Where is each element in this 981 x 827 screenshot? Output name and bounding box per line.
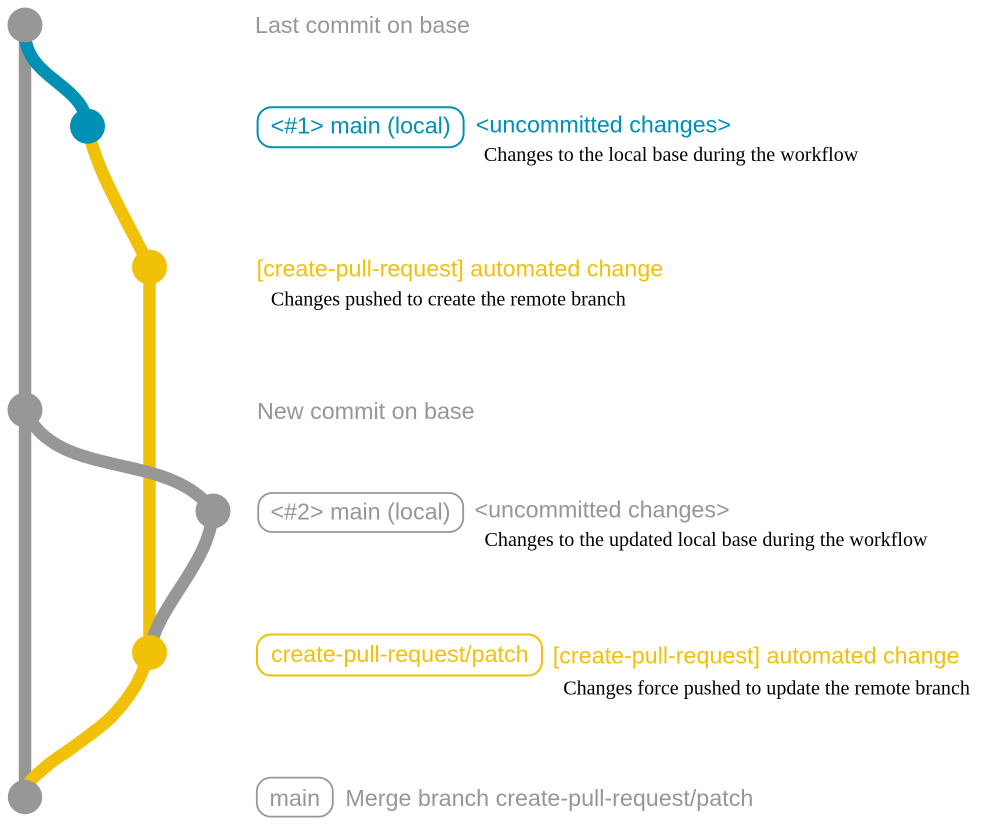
svg-text:main: main bbox=[270, 785, 321, 811]
svg-text:Changes pushed to create the r: Changes pushed to create the remote bran… bbox=[271, 289, 626, 311]
svg-text:Merge branch create-pull-reque: Merge branch create-pull-request/patch bbox=[345, 785, 753, 811]
svg-text:Last commit on base: Last commit on base bbox=[255, 12, 470, 38]
svg-text:Changes force pushed to update: Changes force pushed to update the remot… bbox=[563, 677, 970, 699]
svg-text:New commit on base: New commit on base bbox=[257, 398, 475, 424]
svg-text:[create-pull-request] automate: [create-pull-request] automated change bbox=[553, 642, 960, 668]
svg-text:[create-pull-request] automate: [create-pull-request] automated change bbox=[257, 256, 664, 282]
svg-text:<uncommitted changes>: <uncommitted changes> bbox=[476, 111, 731, 137]
svg-text:<#2> main (local): <#2> main (local) bbox=[271, 498, 451, 524]
svg-text:<#1> main (local): <#1> main (local) bbox=[271, 113, 451, 139]
svg-text:Changes to the local base duri: Changes to the local base during the wor… bbox=[484, 144, 859, 166]
svg-text:Changes to the updated local b: Changes to the updated local base during… bbox=[485, 529, 929, 551]
svg-text:create-pull-request/patch: create-pull-request/patch bbox=[271, 641, 529, 667]
svg-text:<uncommitted changes>: <uncommitted changes> bbox=[475, 496, 730, 522]
